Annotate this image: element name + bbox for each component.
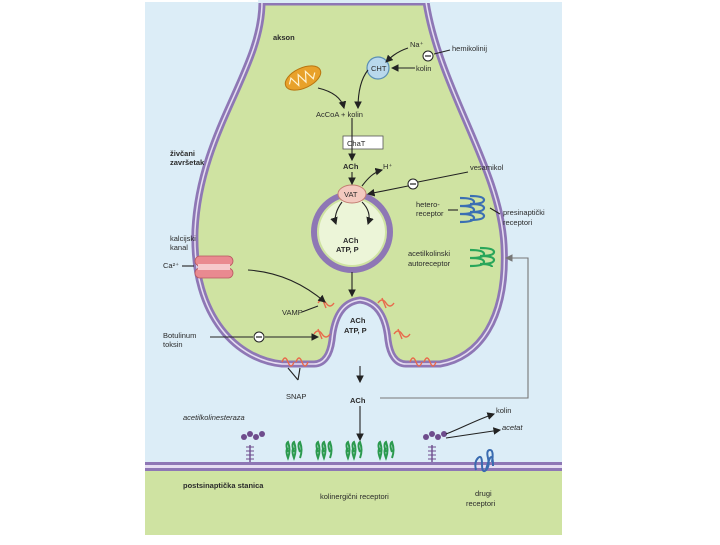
label-akson: akson bbox=[273, 33, 295, 42]
arrow-feedback-to-autoreceptor bbox=[380, 254, 529, 399]
label-acetil-auto-2: autoreceptor bbox=[408, 259, 451, 268]
label-acetil-auto-1: acetilkolinski bbox=[408, 249, 450, 258]
arrow-to-acetat bbox=[445, 427, 502, 439]
label-vesicle-1: ACh bbox=[343, 236, 359, 245]
label-na: Na⁺ bbox=[410, 40, 424, 49]
acetylcholinesterase-enzyme-right bbox=[423, 431, 447, 462]
label-presinapticki-2: receptori bbox=[503, 218, 533, 227]
snare-proteins bbox=[281, 297, 437, 367]
arrow-hemikolinij bbox=[433, 49, 451, 55]
arrow-cht-to-kolin bbox=[354, 69, 369, 110]
arrow-mito-to-acoa bbox=[317, 87, 347, 110]
label-presinapticki-1: presinaptički bbox=[503, 208, 545, 217]
cht-transporter bbox=[366, 56, 390, 80]
label-kolinergicni: kolinergični receptori bbox=[320, 492, 389, 501]
label-drugi-1: drugi bbox=[475, 489, 492, 498]
label-acoa-kolin: AcCoA + kolin bbox=[316, 110, 363, 119]
chat-enzyme-box bbox=[342, 135, 384, 150]
label-vesamikol: vesamikol bbox=[470, 163, 504, 172]
terminal-top-cover bbox=[258, 0, 430, 3]
arrow-to-kolin-out bbox=[445, 412, 496, 435]
hetero-receptor bbox=[459, 194, 486, 224]
label-kolin-bottom: kolin bbox=[496, 406, 511, 415]
label-acetilkolinesteraza: acetilkolinesteraza bbox=[183, 413, 245, 422]
chat-label: ChaT bbox=[347, 139, 366, 148]
label-kalcijski-1: kalcijski bbox=[170, 234, 196, 243]
cholinergic-receptors bbox=[285, 440, 395, 461]
pointer-snap-1 bbox=[287, 367, 299, 381]
label-hetero-2: receptor bbox=[416, 209, 444, 218]
arrow-vat-into-vesicle-right bbox=[361, 201, 374, 226]
acetylcholinesterase-enzyme-left bbox=[241, 431, 265, 462]
label-ca: Ca²⁺ bbox=[163, 261, 179, 270]
arrow-h-out bbox=[361, 167, 384, 187]
label-snap: SNAP bbox=[286, 392, 306, 401]
acetylcholine-autoreceptor bbox=[469, 246, 496, 268]
label-vamp: VAMP bbox=[282, 308, 303, 317]
label-botulinum-2: toksin bbox=[163, 340, 183, 349]
label-ach-top: ACh bbox=[343, 162, 359, 171]
synaptic-vesicle-core bbox=[319, 199, 385, 265]
pointer-snap-2 bbox=[297, 367, 301, 381]
label-kolin-top: kolin bbox=[416, 64, 431, 73]
postsynaptic-membrane-inner bbox=[145, 465, 562, 468]
mitochondrion bbox=[284, 65, 322, 91]
label-hetero-1: hetero- bbox=[416, 200, 440, 209]
arrow-vesamikol-to-vat bbox=[366, 185, 409, 197]
nerve-terminal-inner-line bbox=[194, 1, 506, 365]
label-acetat: acetat bbox=[502, 423, 523, 432]
postsynaptic-cell bbox=[145, 471, 562, 535]
calcium-channel bbox=[194, 255, 234, 279]
arrow-vesamikol bbox=[417, 171, 469, 183]
pathway-arrows bbox=[182, 47, 502, 442]
label-postsinapticka: postsinaptička stanica bbox=[183, 481, 264, 490]
arrow-calcium-influx bbox=[247, 269, 326, 303]
label-drugi-2: receptori bbox=[466, 499, 496, 508]
label-zivcani-2: završetak bbox=[170, 158, 205, 167]
vat-label: VAT bbox=[344, 190, 358, 199]
other-receptor bbox=[474, 448, 494, 473]
label-h-plus: H⁺ bbox=[383, 162, 392, 171]
arrow-na-in bbox=[385, 47, 409, 63]
cht-label: CHT bbox=[371, 64, 387, 73]
label-ach-cleft: ACh bbox=[350, 396, 366, 405]
label-zivcani-1: živčani bbox=[170, 149, 195, 158]
pointer-vamp bbox=[301, 305, 319, 313]
label-fusion-1: ACh bbox=[350, 316, 366, 325]
label-hemikolinij: hemikolinij bbox=[452, 44, 487, 53]
label-kalcijski-2: kanal bbox=[170, 243, 188, 252]
label-fusion-2: ATP, P bbox=[344, 326, 367, 335]
pointer-presynaptic bbox=[489, 207, 501, 215]
arrow-vat-into-vesicle-left bbox=[330, 201, 343, 226]
label-botulinum-1: Botulinum bbox=[163, 331, 196, 340]
label-vesicle-2: ATP, P bbox=[336, 245, 359, 254]
